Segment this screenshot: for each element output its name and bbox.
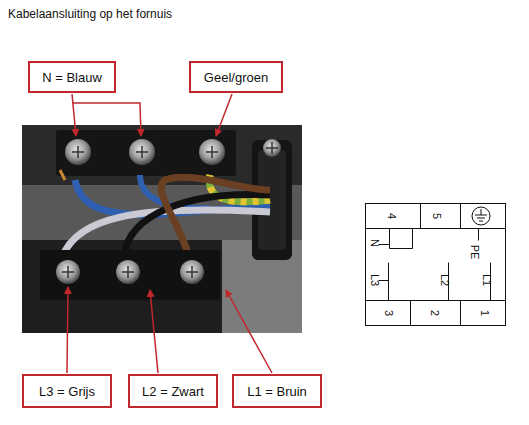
terminal-schematic [366,204,506,326]
callout-box: L2 = Zwart [128,374,218,408]
terminal-label: 4 [386,213,397,219]
callout-text: L1 = Bruin [247,384,307,399]
terminal-photo [22,125,302,333]
leader-arrows [67,94,272,373]
terminal-label: L1 [481,274,492,286]
callout-text: N = Blauw [42,70,102,85]
callout-text: Geel/groen [204,70,268,85]
callout-box: L3 = Grijs [22,374,112,408]
callout-box: N = Blauw [28,61,116,93]
page-title: Kabelaansluiting op het fornuis [8,7,172,21]
callout-box: L1 = Bruin [232,374,322,408]
callout-text: L2 = Zwart [142,384,204,399]
callout-box: Geel/groen [189,61,283,93]
terminal-label: 1 [479,310,490,316]
terminal-label: L3 [369,274,380,286]
terminal-label: PE [469,245,480,260]
terminal-label: L2 [439,274,450,286]
terminal-label: 5 [431,213,442,219]
terminal-label: N [369,239,380,247]
terminal-label: 2 [429,310,440,316]
terminal-label: 3 [383,310,394,316]
callout-text: L3 = Grijs [39,384,95,399]
